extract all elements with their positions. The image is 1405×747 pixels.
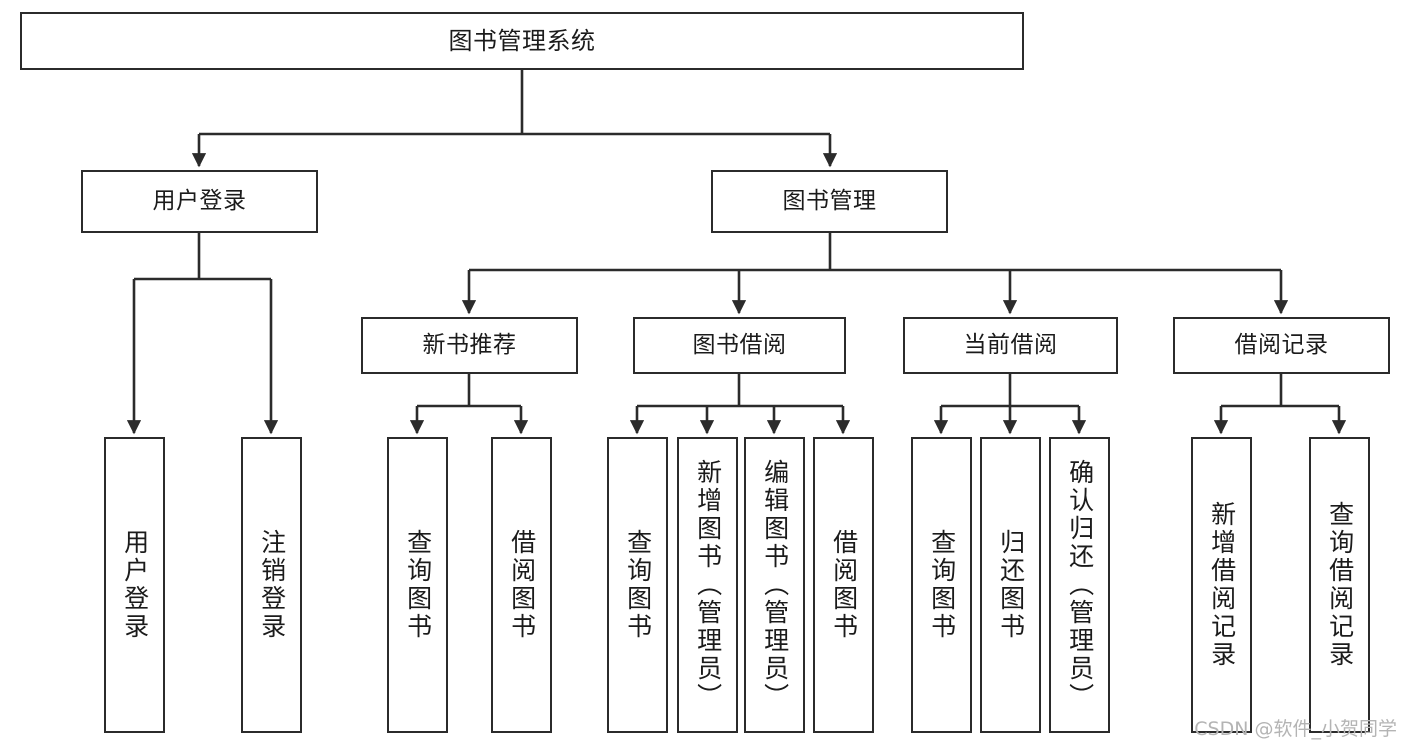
node-label: 当前借阅 [963, 331, 1058, 358]
node-leaf-query-book-3[interactable]: 查询图书 [911, 437, 972, 733]
node-label: 查询图书 [403, 529, 433, 641]
node-label: 图书借阅 [692, 331, 787, 358]
node-label: 用户登录 [120, 529, 150, 641]
node-label: 新增图书（管理员） [693, 459, 723, 711]
node-leaf-logout-login[interactable]: 注销登录 [241, 437, 302, 733]
node-label: 借阅记录 [1234, 331, 1329, 358]
node-leaf-borrow-book-2[interactable]: 借阅图书 [813, 437, 874, 733]
node-label: 查询借阅记录 [1325, 501, 1355, 669]
node-leaf-add-record[interactable]: 新增借阅记录 [1191, 437, 1252, 733]
node-leaf-user-login[interactable]: 用户登录 [104, 437, 165, 733]
node-leaf-query-book-2[interactable]: 查询图书 [607, 437, 668, 733]
node-label: 借阅图书 [507, 529, 537, 641]
node-leaf-query-record[interactable]: 查询借阅记录 [1309, 437, 1370, 733]
node-leaf-borrow-book-1[interactable]: 借阅图书 [491, 437, 552, 733]
node-label: 确认归还（管理员） [1065, 459, 1095, 711]
node-leaf-confirm-return[interactable]: 确认归还（管理员） [1049, 437, 1110, 733]
node-leaf-edit-book[interactable]: 编辑图书（管理员） [744, 437, 805, 733]
node-root-system[interactable]: 图书管理系统 [20, 12, 1024, 70]
node-label: 新增借阅记录 [1207, 501, 1237, 669]
node-label: 归还图书 [996, 529, 1026, 641]
node-label: 图书管理系统 [448, 26, 596, 55]
node-label: 查询图书 [623, 529, 653, 641]
node-label: 用户登录 [152, 187, 247, 214]
node-user-login[interactable]: 用户登录 [81, 170, 318, 233]
node-label: 查询图书 [927, 529, 957, 641]
node-label: 注销登录 [257, 529, 287, 641]
node-label: 借阅图书 [829, 529, 859, 641]
node-label: 新书推荐 [422, 331, 517, 358]
node-label: 图书管理 [782, 187, 877, 214]
node-label: 编辑图书（管理员） [760, 459, 790, 711]
node-book-manage[interactable]: 图书管理 [711, 170, 948, 233]
watermark-text: CSDN @软件_小贺同学 [1194, 718, 1397, 740]
node-book-borrow[interactable]: 图书借阅 [633, 317, 846, 374]
node-new-book-recommend[interactable]: 新书推荐 [361, 317, 578, 374]
node-borrow-record[interactable]: 借阅记录 [1173, 317, 1390, 374]
node-leaf-add-book[interactable]: 新增图书（管理员） [677, 437, 738, 733]
node-current-borrow[interactable]: 当前借阅 [903, 317, 1118, 374]
node-leaf-return-book[interactable]: 归还图书 [980, 437, 1041, 733]
node-leaf-query-book-1[interactable]: 查询图书 [387, 437, 448, 733]
